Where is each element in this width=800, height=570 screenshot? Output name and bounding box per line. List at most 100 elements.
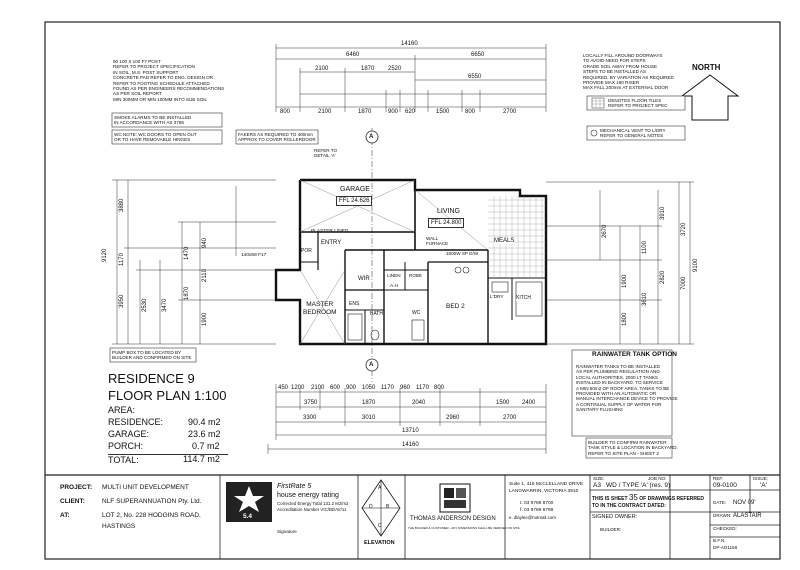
dim-bottom-r1-7: 1170 [381,385,394,391]
dim-bottom-r3-2: 3010 [362,415,376,421]
north-label: NORTH [692,63,721,72]
sheet-number: 35 [628,493,638,502]
dim-right-5: 3610 [642,292,648,306]
mech-vent-note: MECHANICAL VENT TO L/DRY REFER TO GENERA… [600,128,666,139]
area-total-value: 114.7 m2 [183,454,220,464]
elevation-diamond [361,479,401,537]
email: e. dlaylee@hotmail.com [509,515,556,520]
signed-owner-label: SIGNED OWNER: [592,514,638,520]
drainage-note: LOCALLY FILL AROUND DOORWAYS TO AVOID NE… [583,53,674,91]
dim-bottom-13710: 13710 [402,428,419,434]
dim-top-6650: 6650 [471,52,485,58]
company-fine-print: THE BUILDER & CUSTOMER - ANY DIMENSIONS … [408,526,520,530]
dim-left-8: 1870 [184,286,190,300]
room-linen: LINEN [387,273,401,278]
floor-tiles [488,196,546,278]
dim-left-overall: 9120 [102,248,108,262]
sheet-line-2: TO IN THE CONTRACT DATED: [592,503,666,509]
hood-label: 1600W SP D/W [446,251,479,256]
room-living: LIVING [437,208,460,215]
dim-top-part-2: 2100 [318,109,332,115]
dim-bottom-r2-1: 3750 [304,400,318,406]
dim-bottom-r1-5: 900 [346,385,357,391]
residence-title: RESIDENCE 9 [108,371,195,386]
size-value: A3 [593,482,601,489]
dim-top-part-8: 2700 [503,109,517,115]
dim-left-5: 3470 [162,298,168,312]
dim-bottom-r2-2: 1870 [362,400,376,406]
dim-bottom-r3-1: 3300 [303,415,317,421]
project-label: PROJECT: [60,484,93,491]
fixtures [347,266,543,341]
dim-top-2520: 2520 [388,66,402,72]
room-robe: ROBE [409,273,423,278]
address-line-1: Suite 1, 415 McCLELLAND DRIVE [509,482,584,487]
at-value-2: HASTINGS [102,523,136,530]
rainwater-note: RAINWATER TANKS TO BE INSTALLED AS PER P… [576,364,678,413]
dim-right-8: 7000 [681,276,687,290]
elevation-letter-a: A [378,485,382,491]
room-entry: ENTRY [321,240,342,246]
dim-top-1870: 1870 [361,66,375,72]
dim-right-9: 2670 [602,224,608,238]
area-garage-value: 23.6 m2 [188,429,221,439]
post-size-label: 140x68 F17 [241,253,267,258]
room-wir: WIR [358,276,370,282]
dim-right-overall: 9100 [693,258,699,272]
issue-label: ISSUE: [753,476,769,481]
dim-bottom-r1-9: 1170 [416,385,429,391]
accreditation-number: Accreditation Number VIC/BDAV/11 [277,507,347,512]
dim-left-1: 3880 [119,198,125,212]
dim-bottom-r1-10: 800 [434,385,445,391]
dim-left-10: 1470 [184,246,190,260]
dim-bottom-r1-3: 2100 [311,385,325,391]
dim-top-6460: 6460 [346,52,360,58]
dim-right-4: 2820 [660,270,666,284]
north-arrow [680,74,740,121]
fax: f. 03 9789 8799 [520,508,554,513]
builder-confirm-note: BUILDER TO CONFIRM RAINWATER TANK STYLE … [588,440,678,456]
job-label: JOB NO: [648,476,667,481]
plaster-lined-label: PLASTER LINED [311,229,349,234]
area-porch-label: PORCH: [108,441,144,451]
area-garage-label: GARAGE: [108,429,150,439]
room-ah: A.H [390,284,398,289]
dim-left-3: 3950 [119,294,125,308]
ref-value: 09-0100 [713,482,737,489]
post-support-note: 90 100 X 100 F7 POST REFER TO PROJECT SP… [113,59,225,102]
dim-bottom-r2-3: 2040 [412,400,426,406]
room-bed-2: BED 2 [446,303,465,310]
rainwater-title: RAINWATER TANK OPTION [592,351,677,358]
elevation-letter-d: D [369,504,373,510]
dim-bottom-r2-4: 1500 [496,400,510,406]
dim-top-6550: 6550 [468,74,482,80]
elevation-label: ELEVATION [364,540,395,546]
dim-bottom-r1-8: 960 [400,385,411,391]
dim-left-9: 940 [202,237,208,248]
floor-tiles-note: DENOTES FLOOR TILES REFER TO PROJECT SPE… [608,98,668,109]
room-laundry: L'DRY [490,295,504,300]
mech-vent-symbol [590,129,598,137]
firstrate-title: FirstRate 5 [277,483,312,490]
dim-left-2: 1170 [119,253,125,266]
dim-top-part-5: 620 [405,109,416,115]
firstrate-subtitle: house energy rating [277,492,339,499]
note-frames [109,95,686,459]
dim-top-2100: 2100 [315,66,329,72]
sheet-prefix: THIS IS SHEET [592,496,628,502]
dim-bottom-r1-6: 1050 [362,385,376,391]
dim-bottom-r3-3: 2960 [446,415,460,421]
area-residence-value: 90.4 m2 [188,417,221,427]
energy-star-badge [226,482,272,522]
signature-label: Signature [277,529,297,534]
tile-legend-swatch [591,97,605,109]
dim-top-part-6: 1500 [436,109,450,115]
dim-left-6: 1900 [202,312,208,326]
issue-value: 'A' [760,482,767,489]
drawn-label: DRAWN: [713,513,732,518]
dim-right-1: 3910 [660,206,666,220]
bottom-dimension-lines [267,384,547,454]
ref-label: REF: [713,476,724,481]
dim-top-part-3: 1870 [358,109,372,115]
